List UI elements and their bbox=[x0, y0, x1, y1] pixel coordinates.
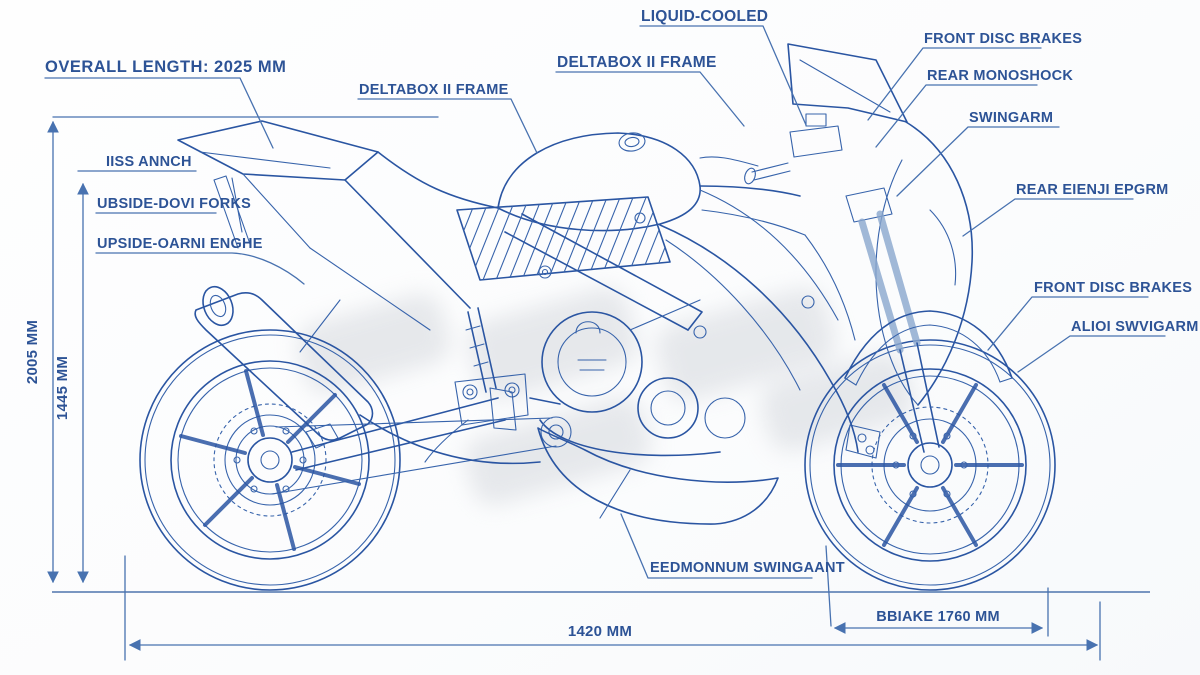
label-eedmonnum-swingaant: EEDMONNUM SWINGAANT bbox=[650, 560, 845, 576]
label-liquid-cooled: LIQUID-COOLED bbox=[641, 8, 768, 25]
swingarm-and-chain bbox=[271, 307, 557, 495]
label-rear-eienji-epgrm: REAR EIENJI EPGRM bbox=[1016, 182, 1169, 198]
label-deltabox-frame-right: DELTABOX II FRAME bbox=[557, 54, 717, 71]
deltabox-frame bbox=[504, 185, 856, 341]
label-rear-monoshock: REAR MONOSHOCK bbox=[927, 68, 1073, 84]
rear-wheel bbox=[139, 329, 401, 591]
dimension-bottom-right: BBIAKE 1760 MM bbox=[876, 609, 1000, 625]
label-deltabox-frame-left: DELTABOX II FRAME bbox=[359, 82, 509, 98]
label-front-disc-brakes-right: FRONT DISC BRAKES bbox=[1034, 280, 1192, 296]
label-iiss-annch: IISS ANNCH bbox=[106, 154, 192, 170]
front-wheel bbox=[804, 339, 1056, 591]
front-forks bbox=[844, 210, 1013, 453]
tail-section bbox=[177, 120, 471, 331]
dimension-lines bbox=[47, 116, 1150, 661]
label-swingarm: SWINGARM bbox=[969, 110, 1053, 126]
label-alio-swvigarm: ALIOI SWVIGARM bbox=[1071, 319, 1199, 335]
dimension-vertical-inner: 1445 MM bbox=[54, 356, 71, 420]
dimension-vertical-outer: 2005 MM bbox=[24, 320, 41, 384]
front-fairing bbox=[659, 121, 974, 453]
callout-leaders bbox=[44, 25, 1166, 579]
label-upside-down-forks: UBSIDE-DOVI FORKS bbox=[97, 196, 251, 212]
windscreen-and-cockpit bbox=[699, 43, 908, 223]
exhaust bbox=[194, 285, 541, 465]
engine bbox=[539, 299, 746, 457]
belly-fairing bbox=[537, 427, 779, 525]
label-front-disc-brakes-top: FRONT DISC BRAKES bbox=[924, 31, 1082, 47]
dimension-bottom-center: 1420 MM bbox=[568, 623, 632, 640]
label-upside-oarni-enghe: UPSIDE-OARNI ENGHE bbox=[97, 236, 263, 252]
label-overall-length: OVERALL LENGTH: 2025 MM bbox=[45, 58, 286, 76]
